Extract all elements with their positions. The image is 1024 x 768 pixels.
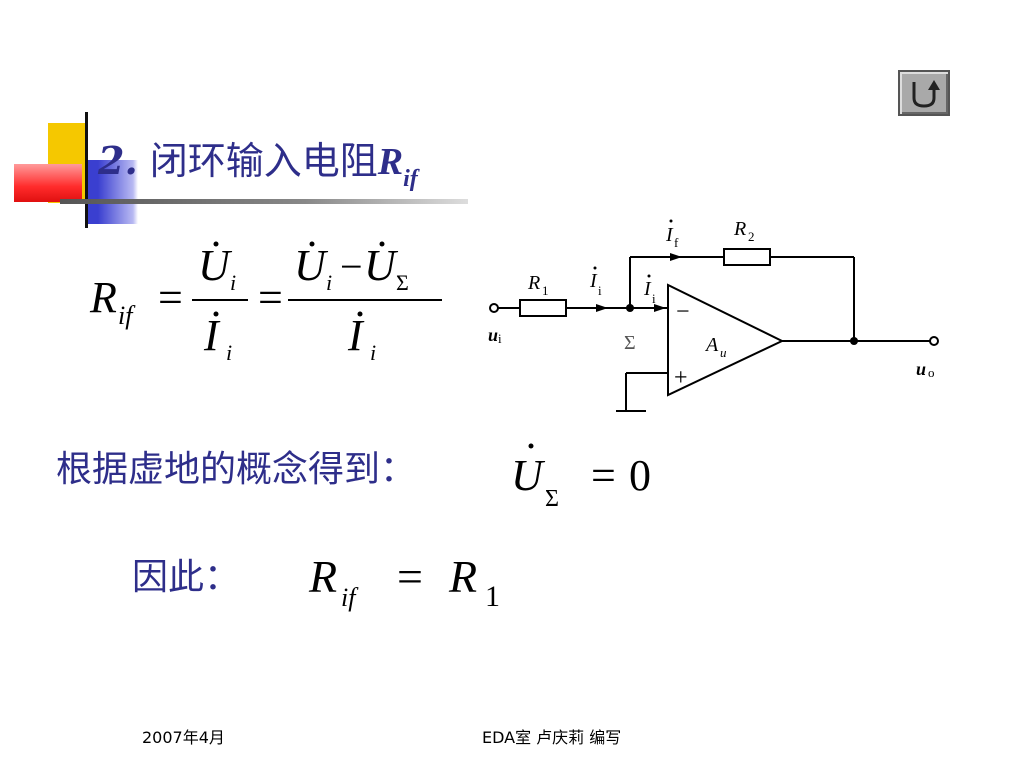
frac2-num-a: U xyxy=(294,241,329,290)
input-terminal xyxy=(489,303,499,313)
inverting-sign: − xyxy=(676,299,690,325)
formula-eq-2: = xyxy=(258,273,283,322)
if-label: I xyxy=(665,224,674,246)
footer-date: 2007年4月 xyxy=(142,728,225,747)
usigma-eq: = xyxy=(591,451,616,500)
gain-label: A xyxy=(704,334,719,356)
slide-title: 2. 闭环输入电阻Rif xyxy=(98,136,418,192)
title-subscript: if xyxy=(403,166,418,192)
final-rhs-sub: 1 xyxy=(485,580,500,613)
frac2-num-a-dot xyxy=(309,241,315,247)
frac1-num: U xyxy=(198,241,233,290)
r2-label-sub: 2 xyxy=(748,229,755,244)
id-label: I xyxy=(643,278,652,300)
frac2-num-a-sub: i xyxy=(326,270,332,295)
sigma-label: Σ xyxy=(624,332,636,354)
title-text: 闭环输入电阻 xyxy=(149,139,378,183)
output-terminal xyxy=(929,336,939,346)
frac2-den-dot xyxy=(357,311,363,317)
frac1-num-dot xyxy=(213,241,219,247)
ii-arrow xyxy=(596,304,608,312)
frac2-num-b-sub: Σ xyxy=(396,270,409,295)
corner-vertical-line xyxy=(85,112,88,228)
ii-label: I xyxy=(589,270,598,292)
r1-label: R xyxy=(527,272,540,294)
resistor-r1 xyxy=(519,299,567,317)
if-label-sub: f xyxy=(674,235,679,250)
final-lhs-sub: if xyxy=(341,583,359,612)
return-arrow-icon xyxy=(912,80,940,108)
gain-label-sub: u xyxy=(720,345,727,360)
noninverting-sign: + xyxy=(674,365,688,391)
if-arrow xyxy=(670,253,682,261)
id-arrow xyxy=(654,304,666,312)
title-symbol: R xyxy=(377,141,404,183)
frac1-den-sub: i xyxy=(226,340,232,365)
virtual-ground-statement: 根据虚地的概念得到： xyxy=(56,449,417,490)
frac2-den: I xyxy=(347,311,365,360)
corner-red-block xyxy=(14,164,82,202)
ui-label: u xyxy=(488,325,498,345)
final-lhs: R xyxy=(308,551,337,602)
formula-usigma-zero: U Σ = 0 xyxy=(511,443,651,512)
id-dot xyxy=(647,274,651,278)
final-eq: = xyxy=(397,551,423,602)
usigma-var: U xyxy=(511,451,546,500)
usigma-sub: Σ xyxy=(545,486,559,512)
corner-blue-block xyxy=(88,160,138,224)
title-number: 2. xyxy=(98,138,138,183)
therefore-label: 因此： xyxy=(132,557,241,598)
uo-label-sub: o xyxy=(928,365,935,380)
frac2-num-b: U xyxy=(364,241,399,290)
frac2-den-sub: i xyxy=(370,340,376,365)
frac2-num-b-dot xyxy=(379,241,385,247)
formula-lhs-sub: if xyxy=(118,301,136,330)
id-label-sub: i xyxy=(652,291,656,306)
summing-node xyxy=(626,304,634,312)
r1-label-sub: 1 xyxy=(542,283,549,298)
final-rhs: R xyxy=(448,551,477,602)
uo-label: u xyxy=(916,359,926,379)
usigma-dot xyxy=(528,443,534,449)
formula-eq-1: = xyxy=(158,273,183,322)
frac1-den: I xyxy=(203,311,221,360)
formula-rif: R if = U i I i = U i − U Σ I i xyxy=(89,241,442,365)
footer-author: EDA室 卢庆莉 编写 xyxy=(482,728,622,747)
formula-lhs: R xyxy=(89,273,117,322)
resistor-r2 xyxy=(723,248,771,266)
frac2-minus: − xyxy=(340,244,363,289)
inverting-amp-circuit: R 1 R 2 I i I f I i Σ − + A u u i u o xyxy=(488,218,939,412)
op-amp-triangle xyxy=(667,283,785,397)
frac1-den-dot xyxy=(213,311,219,317)
output-node xyxy=(850,337,858,345)
if-dot xyxy=(669,219,673,223)
ii-label-sub: i xyxy=(598,283,602,298)
ui-label-sub: i xyxy=(498,331,502,346)
usigma-val: 0 xyxy=(629,451,651,500)
formula-rif-equals-r1: R if = R 1 xyxy=(308,551,500,613)
r2-label: R xyxy=(733,218,746,240)
frac1-num-sub: i xyxy=(230,270,236,295)
back-button[interactable] xyxy=(898,70,950,116)
ii-dot xyxy=(593,266,597,270)
title-underline xyxy=(60,199,468,204)
